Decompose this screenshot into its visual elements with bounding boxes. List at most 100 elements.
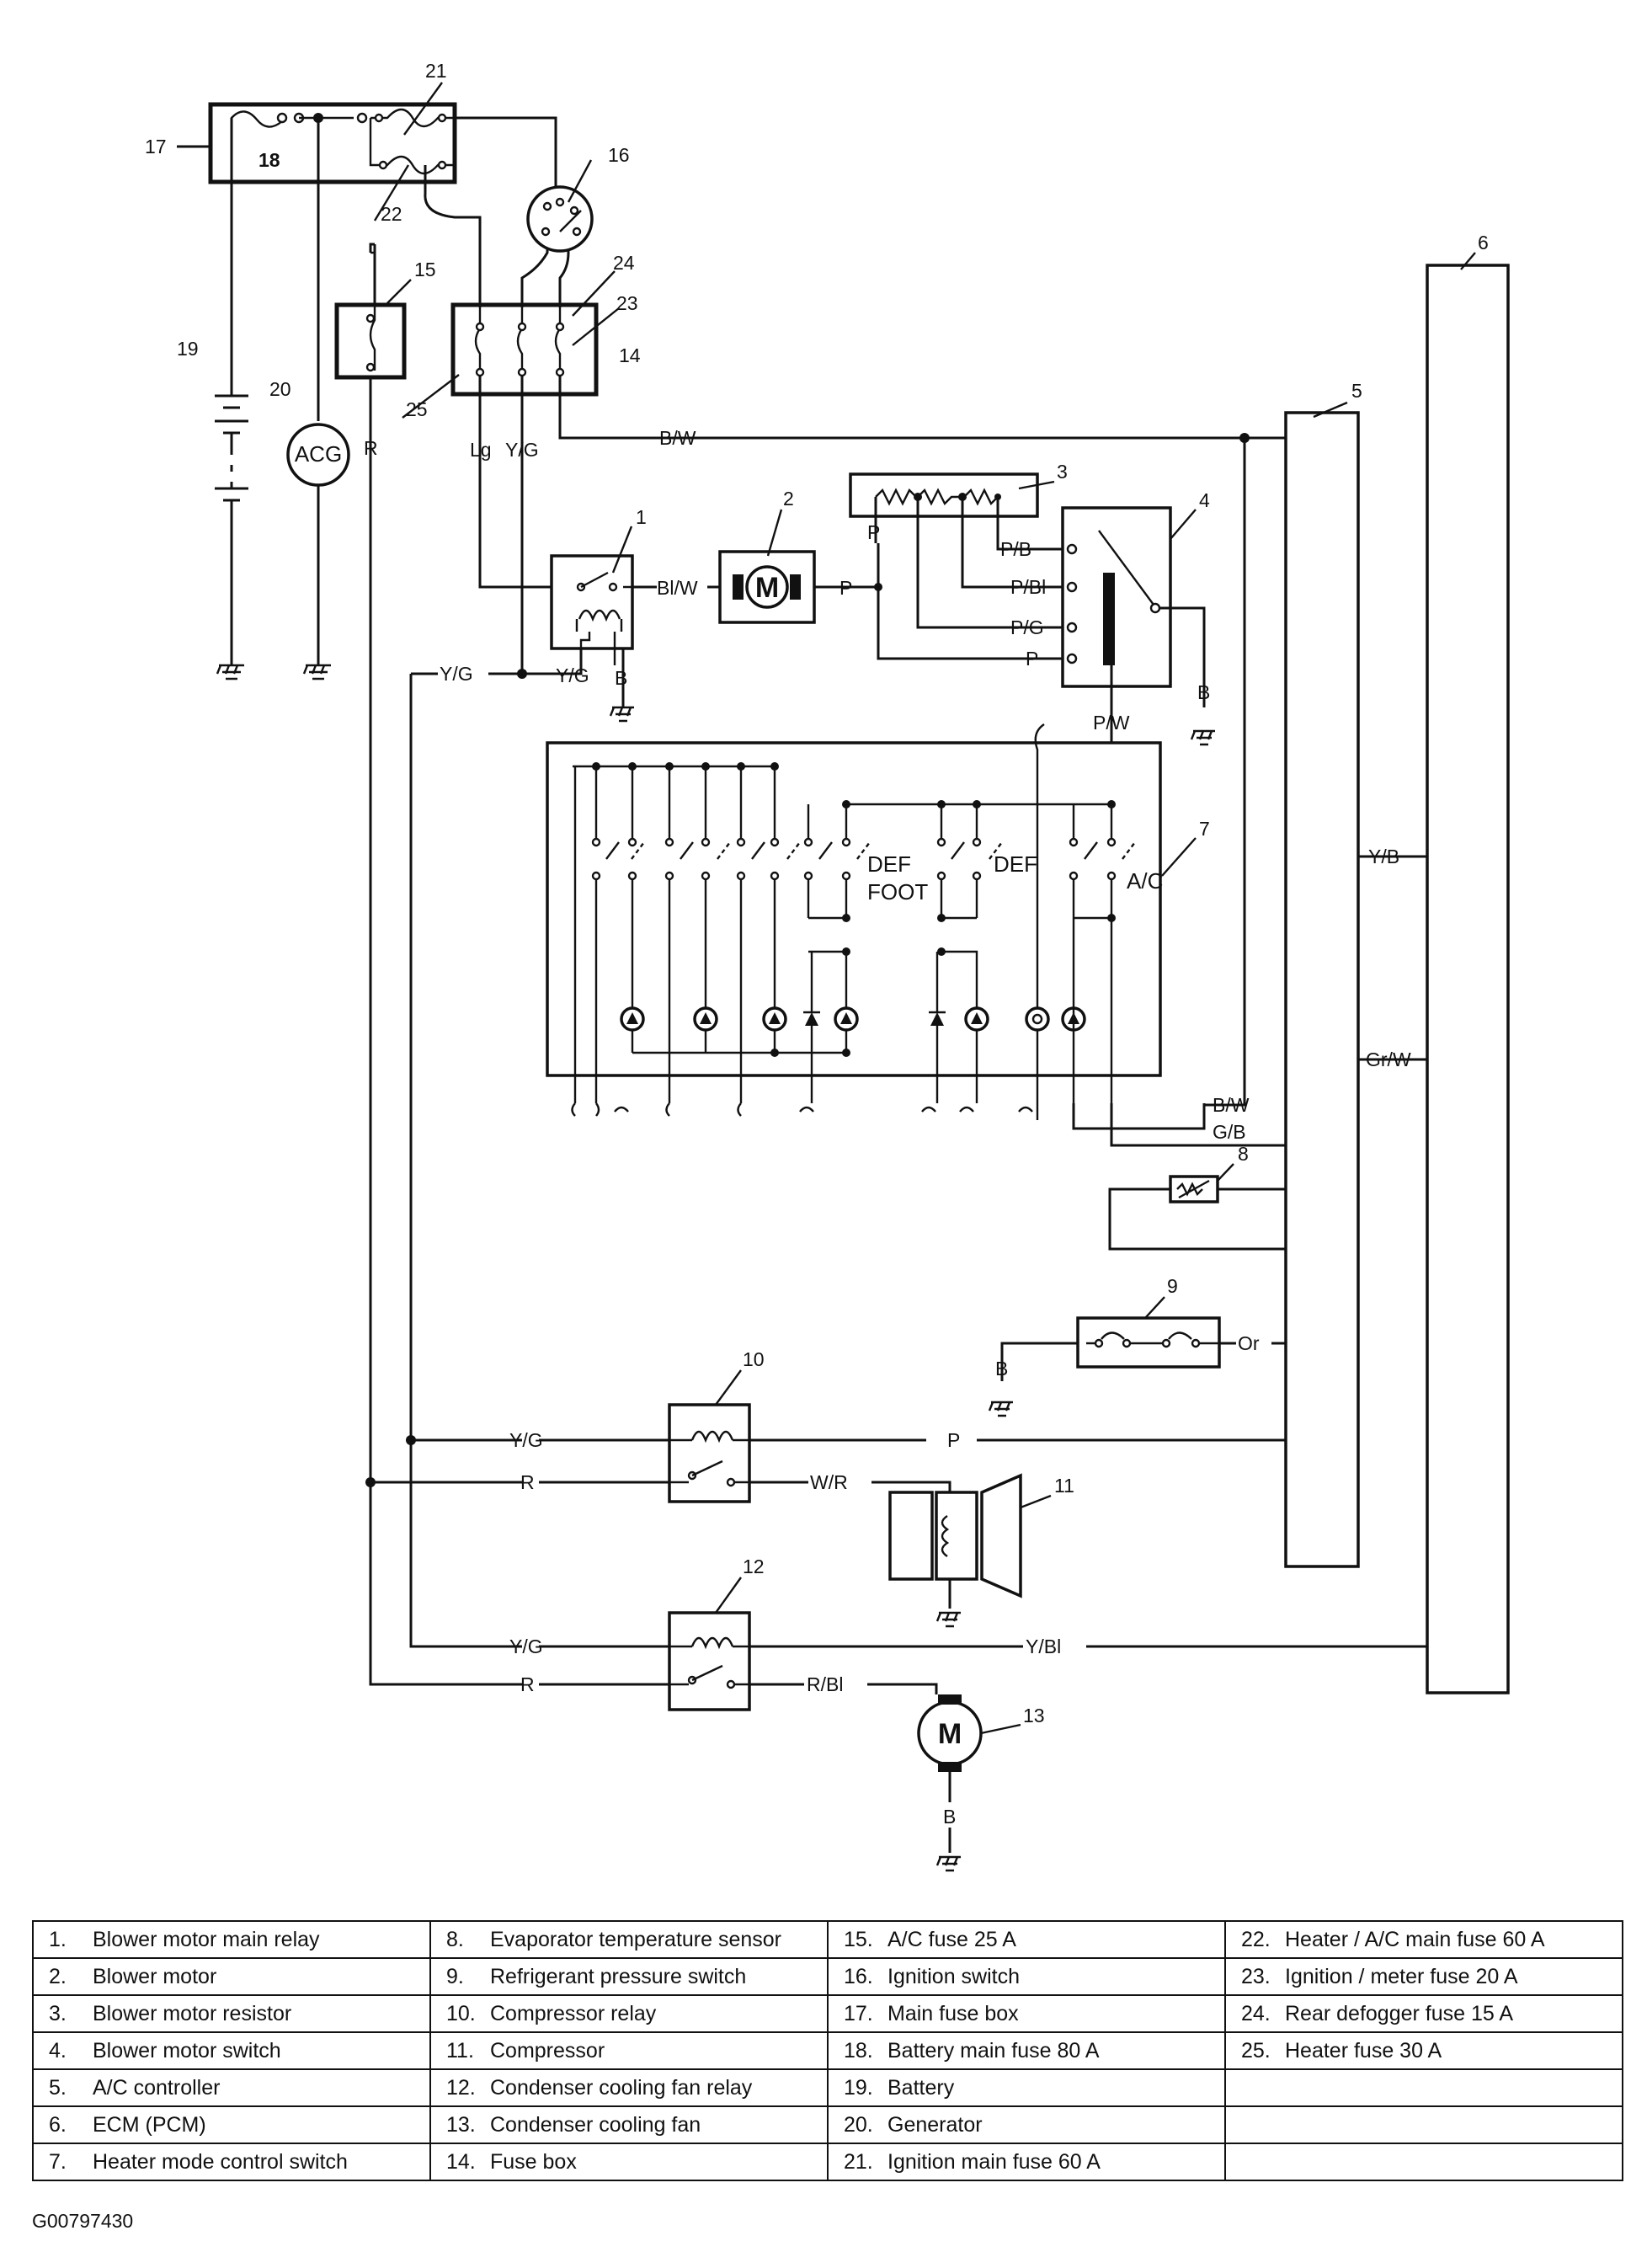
callout-11: 11 [1054,1475,1074,1497]
wire-label-bw-mid: B/W [1213,1094,1250,1116]
switch-label-ac: A/C [1127,868,1163,894]
blower-motor-main-relay [550,554,634,650]
callout-18: 18 [259,149,280,171]
legend-item: 13.Condenser cooling fan [446,2112,701,2137]
fan-motor-symbol: M [938,1718,962,1750]
generator-symbol: ACG [295,441,342,467]
wire-label-b-13: B [943,1806,956,1828]
callout-3: 3 [1057,461,1068,483]
wire-label-b-sw4: B [1197,681,1210,703]
callout-4: 4 [1199,489,1210,511]
legend-item: 11.Compressor [446,2038,605,2063]
legend-item: 12.Condenser cooling fan relay [446,2075,753,2100]
wire-label-pw: P/W [1093,712,1130,734]
wire-label-pg: P/G [1010,616,1044,638]
legend-item: 3.Blower motor resistor [49,2001,292,2025]
callout-14: 14 [619,344,641,366]
ac-controller [1284,411,1360,1568]
wire-label-yg-top: Y/G [505,439,539,461]
figure-code: G00797430 [32,2210,134,2232]
legend-item: 23.Ignition / meter fuse 20 A [1241,1964,1518,1988]
fuse-box [450,302,599,397]
callout-19: 19 [177,338,199,360]
legend-item: 2.Blower motor [49,1964,217,1988]
blower-motor-symbol: M [755,572,779,604]
wiring-diagram: 1 2 3 4 5 6 7 8 9 10 11 12 13 14 15 16 1… [145,60,1510,1872]
legend-item: 4.Blower motor switch [49,2038,281,2063]
wire-label-p-sw: P [1026,648,1038,670]
wire-label-r: R [364,437,378,459]
legend-item: 15.A/C fuse 25 A [844,1927,1016,1951]
callout-23: 23 [616,292,638,314]
wire-label-rbl: R/Bl [807,1673,843,1695]
switch-label-def1: DEF [867,851,911,877]
switch-label-foot: FOOT [867,879,928,905]
wire-label-yb: Y/B [1368,846,1399,867]
compressor-relay [668,1403,751,1503]
wire-label-pb: P/B [1000,538,1031,560]
wire-label-gb: G/B [1213,1121,1246,1143]
legend-item: 16.Ignition switch [844,1964,1021,1988]
wire-label-ybl: Y/Bl [1026,1636,1061,1657]
ignition-switch [526,185,594,253]
wire-label-b-relay1: B [615,667,627,689]
wire-label-p-motor: P [839,577,852,599]
wire-label-bw-top: B/W [659,427,696,449]
wire-label-p-10: P [947,1429,960,1451]
wire-label-p-res: P [867,521,880,543]
wire-label-r-10: R [520,1471,535,1493]
legend-item: 25.Heater fuse 30 A [1241,2038,1442,2063]
legend-item: 14.Fuse box [446,2149,577,2174]
blower-motor-switch [1061,506,1172,688]
callout-15: 15 [414,259,436,280]
wire-label-yg-left: Y/G [440,663,473,685]
callout-24: 24 [613,252,635,274]
legend-item: 24.Rear defogger fuse 15 A [1241,2001,1514,2025]
callout-20: 20 [269,378,291,400]
wire-label-pbl: P/Bl [1010,576,1046,598]
legend-item: 6.ECM (PCM) [49,2112,206,2137]
legend-item: 21.Ignition main fuse 60 A [844,2149,1101,2174]
wire-label-wr: W/R [810,1471,848,1493]
legend-item: 1.Blower motor main relay [49,1927,320,1951]
legend-item: 9.Refrigerant pressure switch [446,1964,747,1988]
legend-empty-cell [1224,2068,1623,2107]
callout-21: 21 [425,60,447,82]
switch-label-def2: DEF [994,851,1037,877]
legend-item: 8.Evaporator temperature sensor [446,1927,782,1951]
callout-12: 12 [743,1556,765,1577]
ecm-pcm [1426,264,1510,1694]
callout-9: 9 [1167,1275,1178,1297]
callout-10: 10 [743,1348,765,1370]
compressor [888,1473,1022,1598]
callout-5: 5 [1351,380,1362,402]
wire-label-b-9: B [995,1358,1008,1379]
callout-2: 2 [783,488,794,510]
legend-item: 22.Heater / A/C main fuse 60 A [1241,1927,1545,1951]
legend-item: 20.Generator [844,2112,983,2137]
callout-16: 16 [608,144,630,166]
callout-7: 7 [1199,818,1210,840]
legend-empty-cell [1224,2143,1623,2181]
callout-1: 1 [636,506,647,528]
wire-label-or: Or [1238,1332,1260,1354]
legend-item: 17.Main fuse box [844,2001,1019,2025]
legend-item: 10.Compressor relay [446,2001,657,2025]
legend-item: 5.A/C controller [49,2075,221,2100]
condenser-cooling-fan-relay [668,1611,751,1711]
wire-label-yg-12: Y/G [509,1636,543,1657]
callout-13: 13 [1023,1705,1045,1726]
wire-label-yg-10: Y/G [509,1429,543,1451]
legend-empty-cell [1224,2105,1623,2144]
wire-label-lg: Lg [470,439,492,461]
legend-item: 7.Heater mode control switch [49,2149,348,2174]
wire-label-r-12: R [520,1673,535,1695]
callout-17: 17 [145,136,167,157]
wire-label-grw: Gr/W [1366,1049,1411,1070]
callout-8: 8 [1238,1143,1249,1165]
callout-6: 6 [1478,232,1489,253]
legend-item: 19.Battery [844,2075,955,2100]
legend-item: 18.Battery main fuse 80 A [844,2038,1100,2063]
wire-label-blw: Bl/W [657,577,698,599]
wire-label-yg-relay1: Y/G [556,664,589,686]
